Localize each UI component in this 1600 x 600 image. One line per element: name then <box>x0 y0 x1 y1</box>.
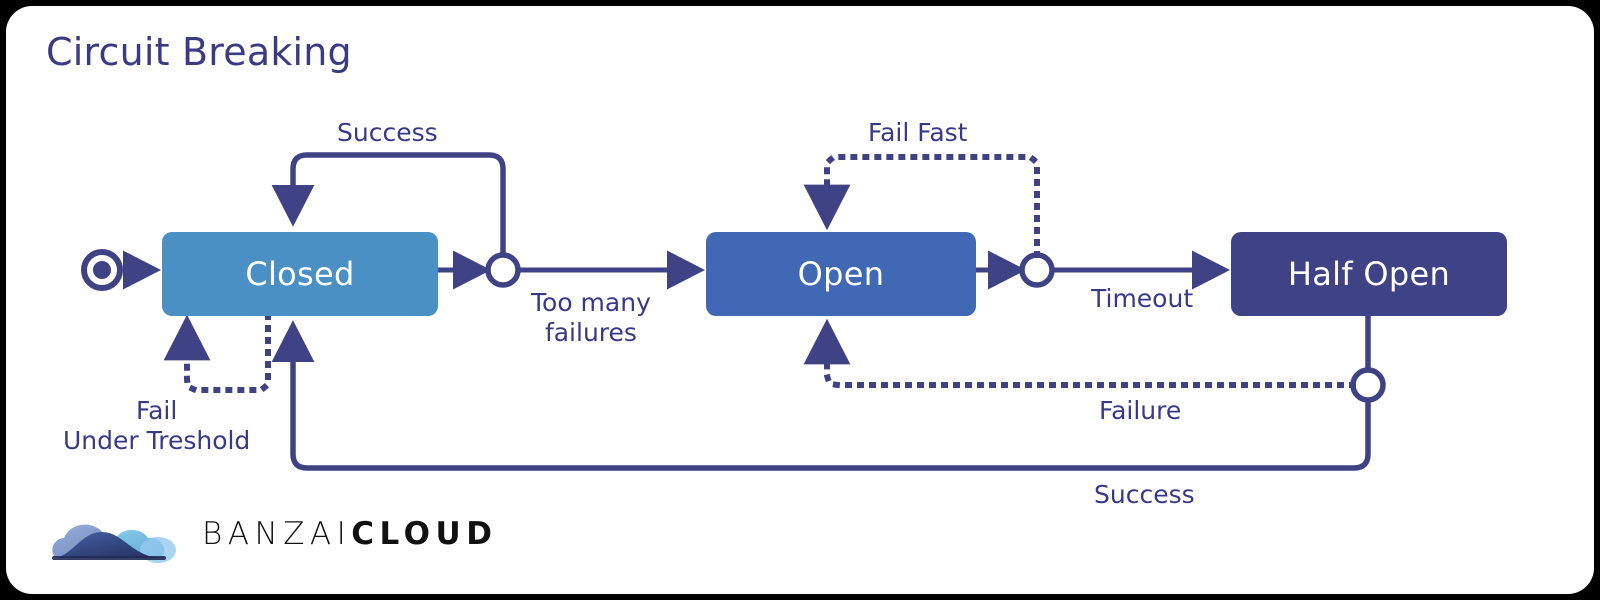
wordmark-banzai: BANZAI <box>202 516 352 552</box>
junction-node-2 <box>1019 252 1055 288</box>
banzai-cloud-wordmark: BANZAICLOUD <box>202 516 497 552</box>
edge-label-timeout: Timeout <box>1091 284 1194 313</box>
edge-label-fail-under-treshold: Fail Under Treshold <box>63 396 250 456</box>
edge-success-top <box>271 152 506 255</box>
state-node-closed[interactable]: Closed <box>162 232 438 316</box>
edge-label-too-many-failures: Too many failures <box>531 288 651 348</box>
page-title: Circuit Breaking <box>46 30 352 74</box>
state-node-half-open[interactable]: Half Open <box>1231 232 1507 316</box>
edge-label-fail-under-treshold-line1: Fail <box>136 396 178 425</box>
state-node-half-open-label: Half Open <box>1287 255 1451 293</box>
state-node-closed-label: Closed <box>245 255 355 293</box>
edge-success-bottom <box>271 320 1371 471</box>
state-node-open[interactable]: Open <box>706 232 976 316</box>
junction-node-3 <box>1350 367 1386 403</box>
edge-label-success-top: Success <box>337 118 438 147</box>
junction-node-1 <box>485 252 521 288</box>
edge-label-failure: Failure <box>1099 396 1182 425</box>
cloud-logo-mark <box>52 524 176 563</box>
diagram-card: Circuit Breaking <box>6 6 1594 594</box>
state-machine-diagram <box>81 152 1386 471</box>
edge-label-too-many-failures-line1: Too many <box>531 288 651 317</box>
initial-state-marker <box>81 249 123 291</box>
wordmark-cloud: CLOUD <box>351 516 498 552</box>
edge-failure <box>803 318 1356 388</box>
state-node-open-label: Open <box>797 255 885 293</box>
edge-label-fail-under-treshold-line2: Under Treshold <box>63 426 251 455</box>
edge-label-too-many-failures-line2: failures <box>544 318 637 347</box>
banzai-cloud-logo: BANZAICLOUD <box>50 506 510 570</box>
edge-fail-under-treshold <box>163 313 271 393</box>
edge-label-success-bottom: Success <box>1094 480 1195 509</box>
edge-label-fail-fast: Fail Fast <box>868 118 968 147</box>
